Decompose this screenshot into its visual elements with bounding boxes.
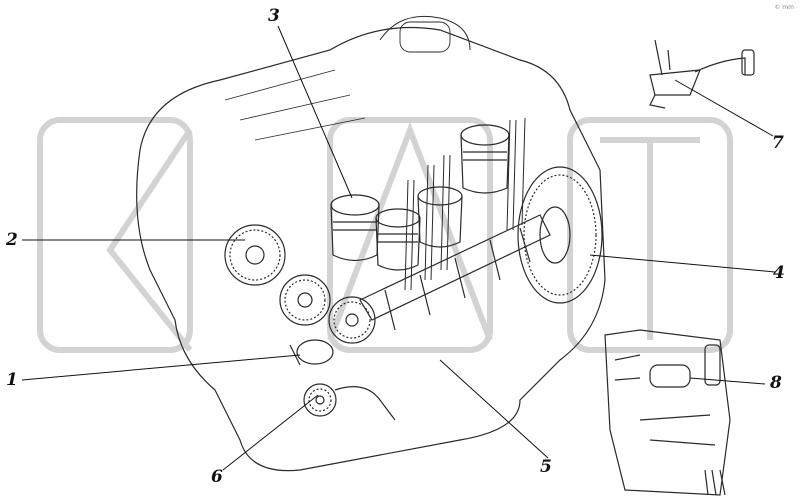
watermark-logo [37, 117, 733, 353]
inset-starter [604, 329, 731, 496]
gear-middle [279, 274, 331, 326]
piston-2 [375, 208, 421, 271]
piston-3 [417, 186, 463, 248]
callout-6: 6 [211, 467, 223, 487]
piston-4 [460, 124, 510, 194]
callout-4: 4 [773, 263, 785, 283]
crank-pulley [289, 339, 334, 366]
callout-5: 5 [540, 457, 552, 477]
callout-7: 7 [772, 133, 784, 153]
inset-sensor-bracket [649, 39, 755, 109]
corner-mark: © mm [774, 4, 794, 11]
gear-lower [328, 296, 376, 344]
callout-8: 8 [770, 373, 782, 393]
callout-2: 2 [6, 230, 18, 250]
piston-1 [330, 194, 380, 262]
gear-front [224, 224, 286, 286]
engine-block [136, 26, 606, 472]
leader-lines [21, 25, 776, 471]
oil-pump-gear [303, 383, 396, 421]
callout-1: 1 [6, 370, 18, 390]
flywheel [517, 166, 603, 304]
pushrods [404, 117, 526, 291]
crankshaft [359, 214, 551, 331]
callout-3: 3 [268, 6, 280, 26]
